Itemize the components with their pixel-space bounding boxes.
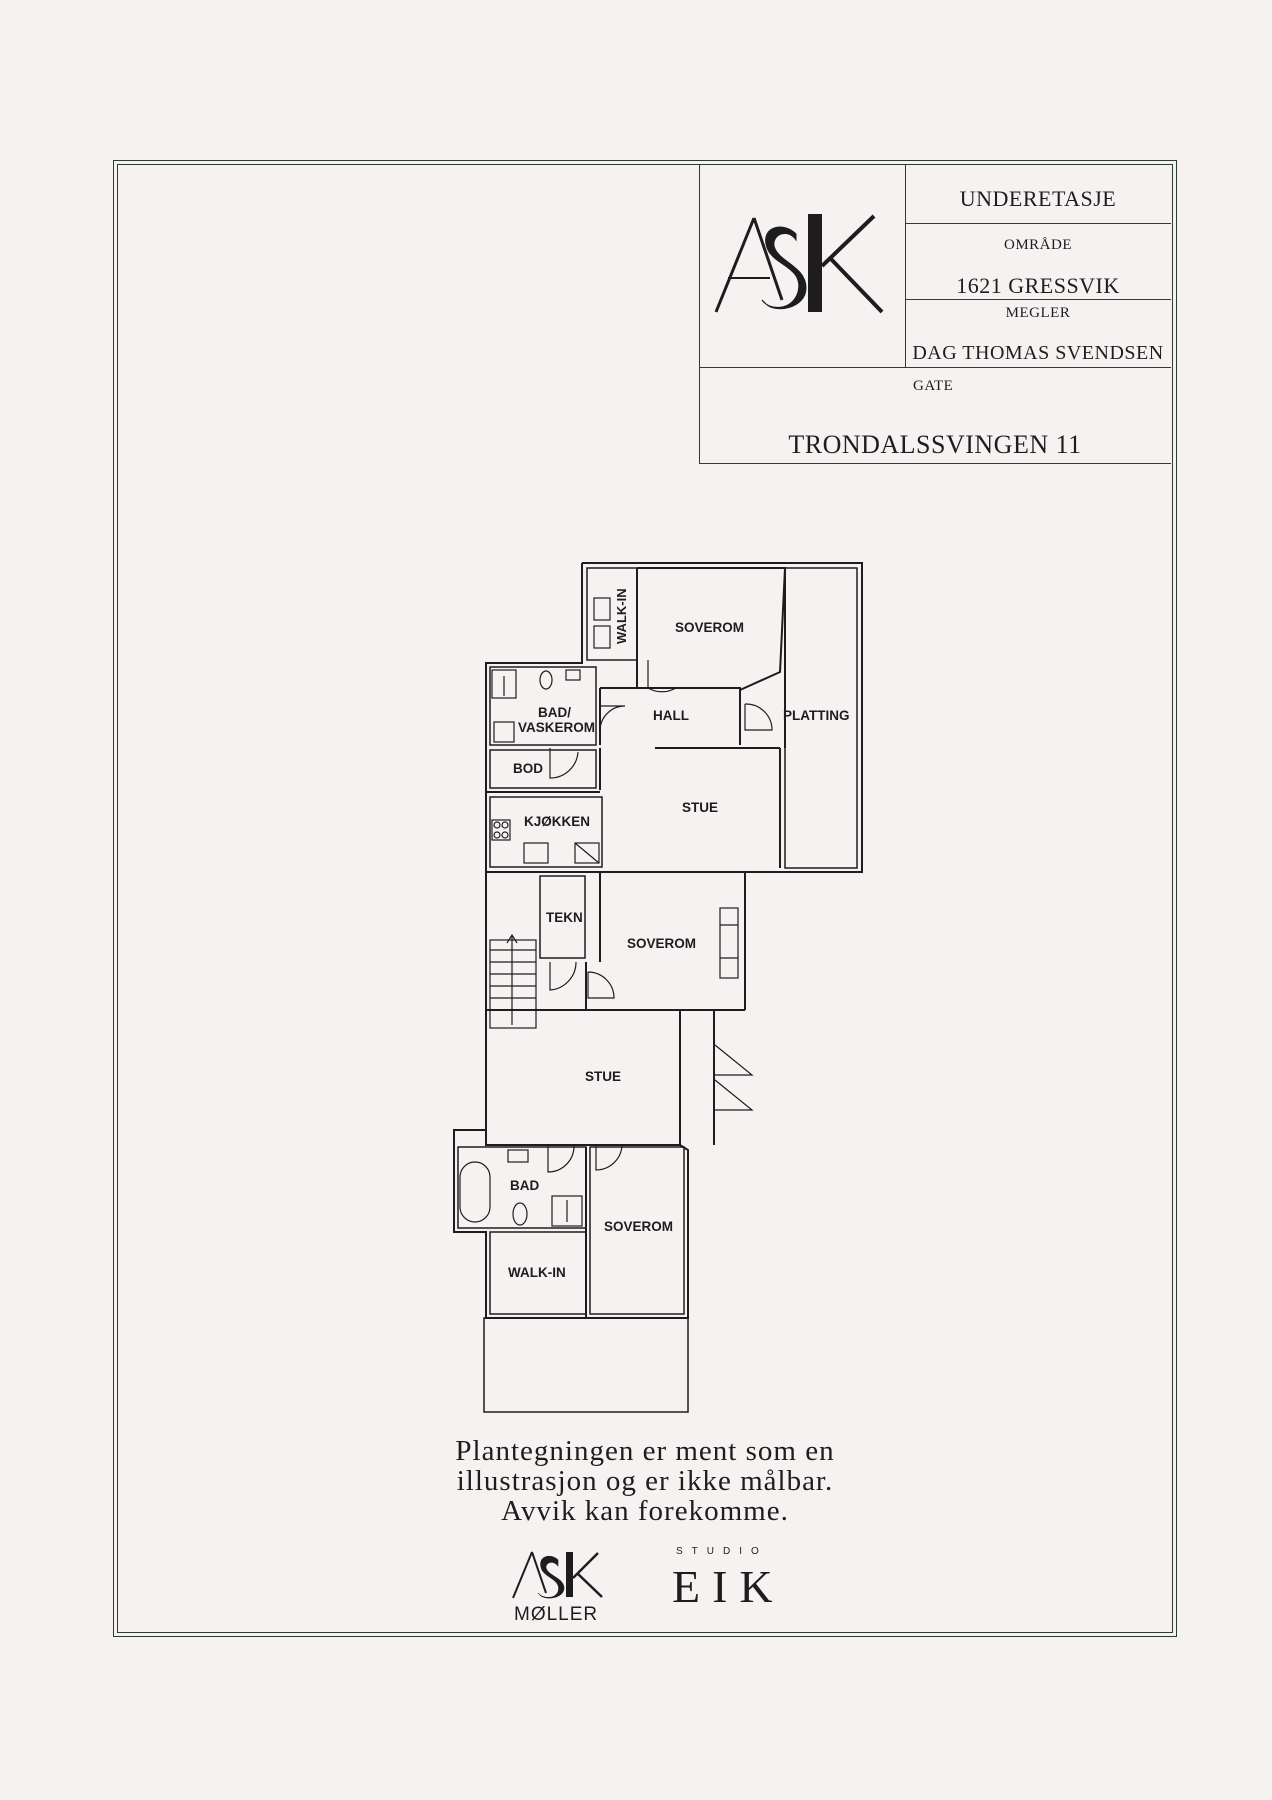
room-label: KJØKKEN (524, 814, 590, 829)
room-label: PLATTING (783, 708, 850, 723)
room-label: STUE (682, 800, 718, 815)
ask-logo (714, 214, 884, 314)
room-label: SOVEROM (675, 620, 744, 635)
room-label: BAD/ (538, 705, 571, 720)
disclaimer-line: illustrasjon og er ikke målbar. (456, 1465, 834, 1497)
broker-value: DAG THOMAS SVENDSEN (912, 342, 1164, 364)
street-value: TRONDALSSVINGEN 11 (788, 430, 1082, 459)
studio-label: STUDIO (676, 1546, 768, 1557)
room-label: BAD (510, 1178, 539, 1193)
room-label: BOD (513, 761, 543, 776)
room-label: SOVEROM (627, 936, 696, 951)
broker-label: MEGLER (1005, 305, 1071, 321)
floor-plan: WALK-IN SOVEROM BAD/ VASKEROM HALL PLATT… (453, 562, 863, 1413)
area-label: OMRÅDE (1003, 237, 1072, 253)
room-label: HALL (653, 708, 689, 723)
ask-moller-logo: MØLLER (512, 1551, 603, 1623)
disclaimer-line: Avvik kan forekomme. (501, 1495, 789, 1527)
room-label: WALK-IN (508, 1265, 566, 1280)
title-block (699, 164, 1171, 464)
disclaimer-line: Plantegningen er ment som en (455, 1435, 835, 1467)
room-label: TEKN (546, 910, 583, 925)
room-label: STUE (585, 1069, 621, 1084)
room-label: VASKEROM (518, 720, 595, 735)
page-frame-outer (113, 160, 1177, 1637)
page-frame-inner (117, 164, 1173, 1633)
ask-moller-subtitle: MØLLER (514, 1604, 598, 1623)
room-label: SOVEROM (604, 1219, 673, 1234)
area-value: 1621 GRESSVIK (956, 273, 1120, 298)
disclaimer: Plantegningen er ment som en illustrasjo… (380, 1436, 910, 1526)
street-label: GATE (913, 378, 954, 394)
floor-label: UNDERETASJE (959, 186, 1117, 211)
room-label: WALK-IN (614, 588, 629, 644)
eik-logo: EIK (672, 1561, 785, 1612)
